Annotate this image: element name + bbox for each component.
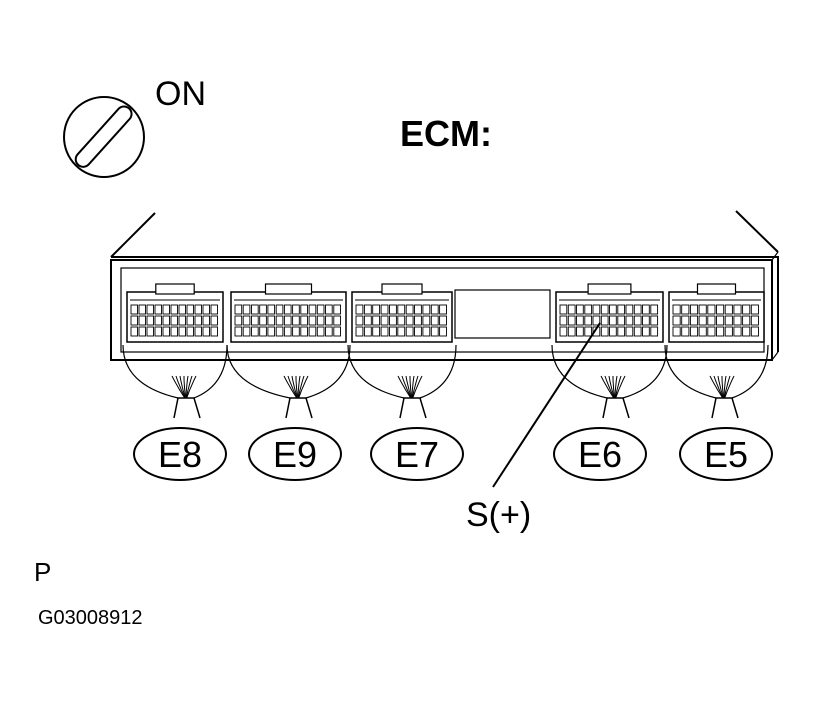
- connector-block-e9: [230, 283, 347, 343]
- terminal-leader-line: [492, 322, 601, 488]
- connector-blocks: [126, 283, 765, 343]
- wire-harness: [226, 344, 351, 419]
- wire-harness: [664, 344, 769, 419]
- ecm-housing: [110, 210, 779, 361]
- wire-harness: [122, 344, 228, 419]
- figure-id: G03008912: [38, 607, 143, 629]
- connector-label-e6: E6: [553, 427, 647, 481]
- connector-label-e7: E7: [370, 427, 464, 481]
- connector-label-e9: E9: [248, 427, 342, 481]
- wire-harness: [551, 344, 668, 419]
- connector-label-text: E9: [273, 434, 317, 475]
- connector-block-e7: [351, 283, 453, 343]
- corner-letter: P: [34, 557, 51, 587]
- connector-block-e6: [555, 283, 664, 343]
- ignition-label: ON: [155, 75, 206, 113]
- terminal-label: S(+): [466, 496, 531, 534]
- harness-bundles: [122, 344, 769, 419]
- connector-label-text: E7: [395, 434, 439, 475]
- connector-label-text: E8: [158, 434, 202, 475]
- connector-label-e8: E8: [133, 427, 227, 481]
- connector-block-e5: [668, 283, 765, 343]
- connector-block-e8: [126, 283, 224, 343]
- connector-label-text: E6: [578, 434, 622, 475]
- ecm-title: ECM:: [400, 113, 492, 154]
- wire-harness: [347, 344, 457, 419]
- connector-label-text: E5: [704, 434, 748, 475]
- ignition-switch-icon: [63, 96, 145, 178]
- connector-label-e5: E5: [679, 427, 773, 481]
